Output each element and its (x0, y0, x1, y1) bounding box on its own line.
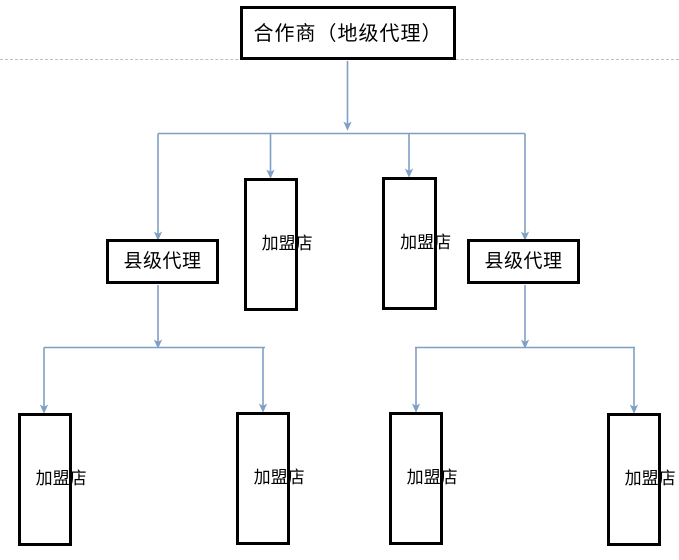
node-label: 加盟店 (624, 468, 676, 489)
node-franchise-store-bottom-4[interactable]: 加盟店 (607, 413, 676, 546)
node-county-agent-right[interactable]: 县级代理 (467, 239, 580, 284)
node-label: 加盟店 (35, 468, 87, 489)
node-franchise-store-mid-left[interactable]: 加盟店 (244, 178, 313, 311)
node-county-agent-left[interactable]: 县级代理 (106, 239, 219, 284)
node-label: 加盟店 (261, 233, 313, 254)
node-partner-city-agent[interactable]: 合作商（地级代理） (240, 6, 456, 60)
node-label: 县级代理 (123, 249, 202, 272)
node-label: 合作商（地级代理） (253, 20, 443, 45)
node-franchise-store-bottom-2[interactable]: 加盟店 (236, 412, 305, 545)
node-label: 县级代理 (484, 249, 563, 272)
node-label: 加盟店 (400, 232, 452, 253)
node-franchise-store-mid-right[interactable]: 加盟店 (382, 177, 452, 310)
node-label: 加盟店 (253, 467, 305, 488)
node-label: 加盟店 (406, 467, 458, 488)
node-franchise-store-bottom-1[interactable]: 加盟店 (18, 413, 87, 546)
node-franchise-store-bottom-3[interactable]: 加盟店 (389, 412, 458, 545)
